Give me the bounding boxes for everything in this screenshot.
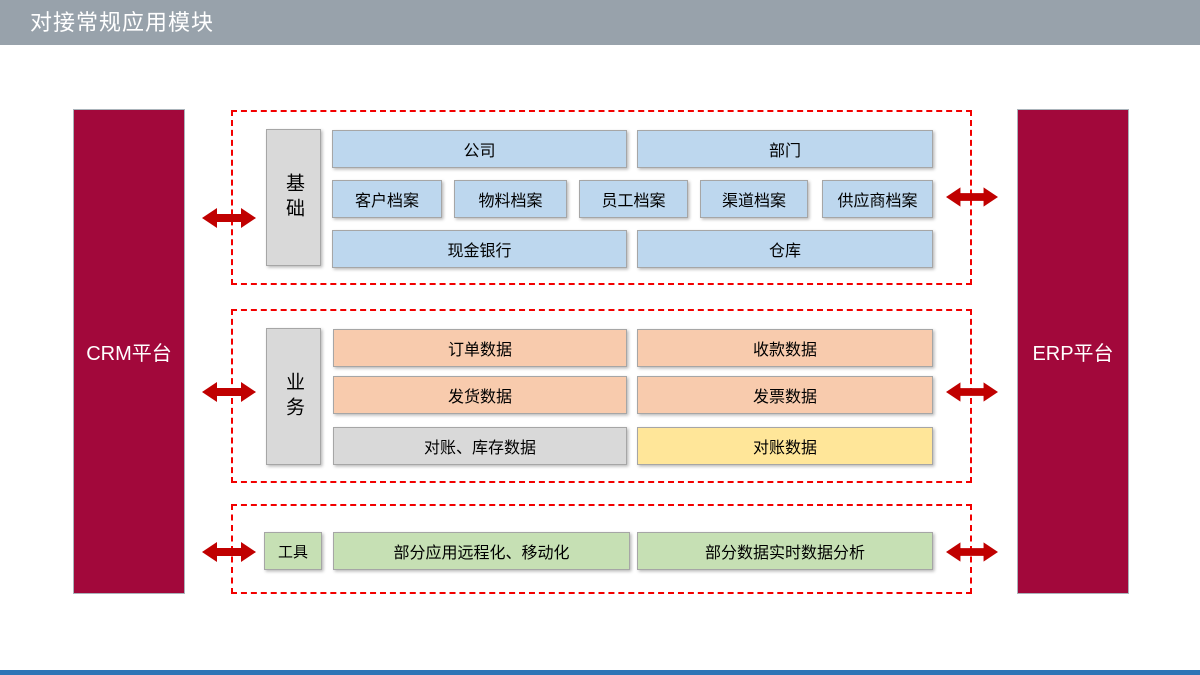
module-box-realtime-data-analysis: 部分数据实时数据分析 — [637, 532, 933, 570]
module-box-reconciliation-data: 对账数据 — [637, 427, 933, 465]
module-box-channel-archive: 渠道档案 — [700, 180, 808, 218]
module-box-reconciliation-inventory-data: 对账、库存数据 — [333, 427, 627, 465]
module-box-remote-mobile-apps: 部分应用远程化、移动化 — [333, 532, 630, 570]
module-box-customer-archive: 客户档案 — [332, 180, 442, 218]
crm-platform-label: CRM平台 — [86, 343, 172, 365]
module-box-shipment-data: 发货数据 — [333, 376, 627, 414]
header-bar — [0, 0, 1200, 45]
module-box-department: 部门 — [637, 130, 933, 168]
tools-group-label: 工具 — [264, 532, 322, 570]
bottom-accent-bar — [0, 670, 1200, 675]
bidirectional-arrow-icon — [946, 382, 998, 402]
module-box-employee-archive: 员工档案 — [579, 180, 688, 218]
module-box-cash-bank: 现金银行 — [332, 230, 627, 268]
bidirectional-arrow-icon — [202, 208, 256, 228]
module-box-material-archive: 物料档案 — [454, 180, 567, 218]
module-box-supplier-archive: 供应商档案 — [822, 180, 933, 218]
module-box-invoice-data: 发票数据 — [637, 376, 933, 414]
crm-platform-box: CRM平台 — [73, 109, 185, 594]
module-box-warehouse: 仓库 — [637, 230, 933, 268]
business-group-label: 业务 — [266, 328, 321, 465]
bidirectional-arrow-icon — [202, 382, 256, 402]
bidirectional-arrow-icon — [946, 187, 998, 207]
module-box-order-data: 订单数据 — [333, 329, 627, 367]
erp-platform-label: ERP平台 — [1032, 343, 1114, 365]
bidirectional-arrow-icon — [202, 542, 256, 562]
module-box-receipt-data: 收款数据 — [637, 329, 933, 367]
bidirectional-arrow-icon — [946, 542, 998, 562]
page-title: 对接常规应用模块 — [30, 10, 215, 35]
base-group-label: 基础 — [266, 129, 321, 266]
module-box-company: 公司 — [332, 130, 627, 168]
erp-platform-box: ERP平台 — [1017, 109, 1129, 594]
